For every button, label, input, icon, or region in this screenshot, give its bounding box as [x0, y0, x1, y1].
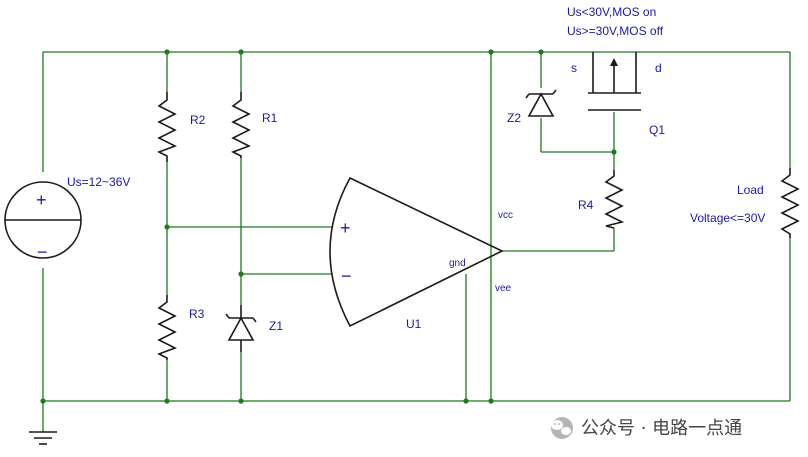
- zener-diode-z2: [525, 89, 557, 117]
- pin-d-label: d: [655, 61, 662, 75]
- z1-label: Z1: [269, 319, 283, 333]
- z2-label: Z2: [507, 111, 521, 125]
- load-voltage-label: Voltage<=30V: [690, 211, 765, 225]
- source-minus-sign: −: [37, 242, 48, 262]
- resistor-r2: [157, 92, 177, 162]
- wechat-icon: [551, 417, 573, 439]
- resistor-load: [780, 168, 800, 238]
- opamp-minus-sign: −: [341, 266, 352, 286]
- u1-label: U1: [406, 317, 422, 331]
- wires: [42, 51, 791, 432]
- opamp-u1: [329, 176, 504, 328]
- load-label: Load: [737, 183, 764, 197]
- mosfet-q1: [588, 52, 641, 111]
- resistor-r3: [157, 295, 177, 360]
- source-label: Us=12~36V: [67, 175, 130, 189]
- ground-icon: [29, 431, 57, 445]
- r1-label: R1: [262, 111, 278, 125]
- r2-label: R2: [190, 113, 206, 127]
- zener-diode-z1: [225, 305, 257, 352]
- note-mos-on: Us<30V,MOS on: [567, 5, 656, 19]
- resistor-r1: [231, 92, 251, 158]
- voltage-source: + −: [4, 181, 82, 262]
- source-plus-sign: +: [36, 190, 47, 210]
- q1-label: Q1: [649, 123, 665, 137]
- watermark-text: 公众号 · 电路一点通: [581, 418, 742, 439]
- opamp-plus-sign: +: [340, 218, 351, 238]
- pin-vcc-label: vcc: [498, 210, 513, 221]
- pin-s-label: s: [571, 61, 577, 75]
- pin-vee-label: vee: [495, 283, 512, 294]
- note-mos-off: Us>=30V,MOS off: [567, 24, 664, 38]
- r3-label: R3: [189, 307, 205, 321]
- pin-gnd-label: gnd: [449, 258, 466, 269]
- r4-label: R4: [578, 198, 594, 212]
- junction-dots: [40, 49, 617, 404]
- resistor-r4: [604, 170, 625, 229]
